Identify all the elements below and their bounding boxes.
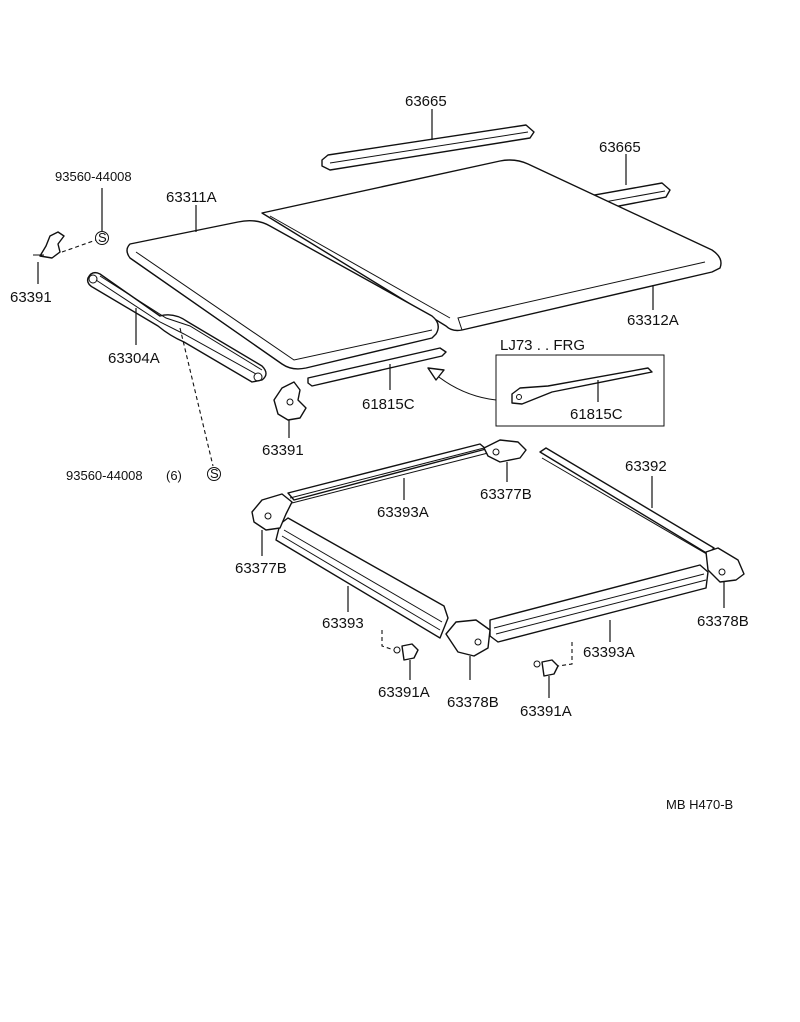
dash-screw-bottom xyxy=(179,327,214,467)
label-93560-top: 93560-44008 xyxy=(55,169,132,184)
variant-box xyxy=(495,354,665,427)
label-63378b-bottom: 63378B xyxy=(447,694,499,711)
roof-panel-front xyxy=(126,219,439,370)
variant-title: LJ73 . . FRG xyxy=(500,337,585,354)
screw-marker-top-label: S xyxy=(98,230,107,245)
variant-callout xyxy=(427,354,665,427)
weatherstrip-variant xyxy=(511,367,653,405)
label-93560-bottom: 93560-44008 xyxy=(66,468,143,483)
dash-screw-top xyxy=(61,239,97,253)
rail-63392 xyxy=(539,447,715,557)
label-63391-mid: 63391 xyxy=(262,442,304,459)
variant-arrowhead xyxy=(427,367,445,381)
corner-63377b-top xyxy=(483,439,527,463)
screw-marker-bottom-label: S xyxy=(210,466,219,481)
label-61815c-a: 61815C xyxy=(362,396,415,413)
label-63665-b: 63665 xyxy=(599,139,641,156)
roof-molding-front xyxy=(321,124,535,171)
label-61815c-b: 61815C xyxy=(570,406,623,423)
roof-panel-rear xyxy=(261,159,722,332)
frame-63304a xyxy=(86,271,267,383)
weatherstrip-main xyxy=(307,347,447,387)
clip-63391a-right xyxy=(533,659,559,677)
dash-clip-left xyxy=(381,630,395,651)
label-63311a: 63311A xyxy=(166,189,217,206)
label-63393: 63393 xyxy=(322,615,364,632)
label-63391a-right: 63391A xyxy=(520,703,572,720)
rail-63393a-top xyxy=(287,443,489,504)
label-63391a-left: 63391A xyxy=(378,684,430,701)
label-63377b-left: 63377B xyxy=(235,560,287,577)
diagram-code: MB H470-B xyxy=(666,797,733,812)
clip-63391a-left xyxy=(393,643,419,661)
label-63378b-right: 63378B xyxy=(697,613,749,630)
corner-63378b-right xyxy=(705,547,745,583)
label-63304a: 63304A xyxy=(108,350,160,367)
clamp-middle xyxy=(273,381,307,421)
corner-63378b-bottom xyxy=(445,619,491,657)
label-63312a: 63312A xyxy=(627,312,679,329)
label-63393a-bottom: 63393A xyxy=(583,644,635,661)
label-63393a-top: 63393A xyxy=(377,504,429,521)
screw-marker-top xyxy=(95,231,109,245)
clamp-top-left xyxy=(33,231,65,259)
label-63392: 63392 xyxy=(625,458,667,475)
rail-63393 xyxy=(275,517,449,639)
rail-63393a-bottom xyxy=(489,564,709,643)
label-63377b-top: 63377B xyxy=(480,486,532,503)
dash-clip-right xyxy=(557,642,573,667)
screw-marker-bottom xyxy=(207,467,221,481)
label-63665-a: 63665 xyxy=(405,93,447,110)
label-93560-bottom-qty: (6) xyxy=(166,468,182,483)
corner-63377b-left xyxy=(251,493,293,531)
label-63391-top: 63391 xyxy=(10,289,52,306)
